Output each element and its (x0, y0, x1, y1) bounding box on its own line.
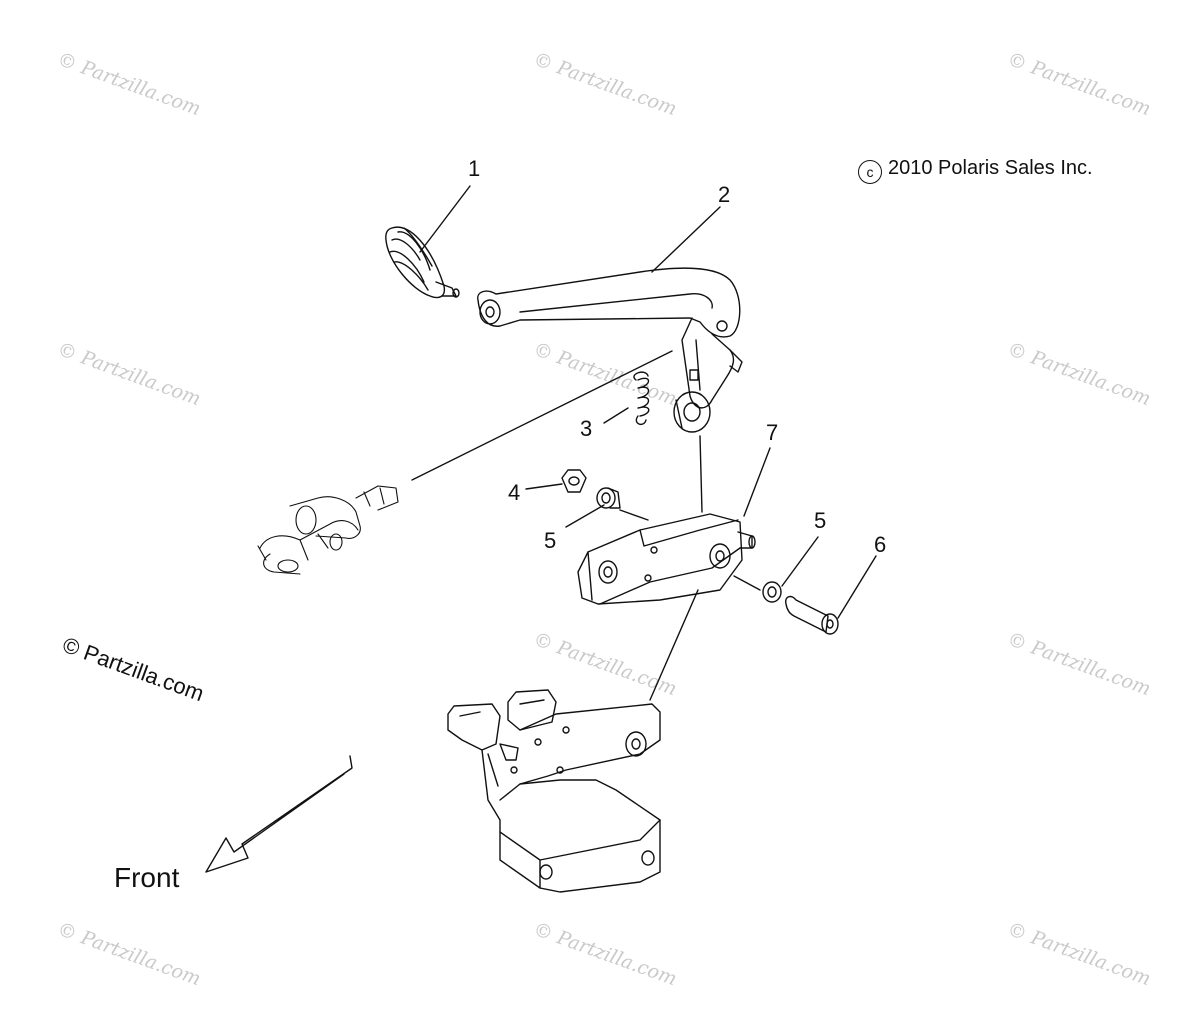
part-1-foot-peg (385, 226, 460, 299)
master-cylinder-ghost (257, 485, 399, 575)
copyright-symbol: c (858, 160, 882, 184)
callout-6: 6 (874, 532, 887, 557)
part-6-pivot-bolt (784, 595, 839, 635)
leader-lines (411, 185, 877, 701)
callout-7: 7 (766, 420, 779, 445)
callout-3: 3 (580, 416, 593, 441)
part-3-spring (633, 371, 650, 426)
part-7-mount-bracket (577, 513, 756, 605)
part-5-washer-right (762, 581, 782, 603)
part-2-brake-pedal (477, 267, 743, 433)
callout-5-right: 5 (814, 508, 827, 533)
copyright-notice: c 2010 Polaris Sales Inc. (858, 157, 1093, 184)
callout-5-left: 5 (544, 528, 557, 553)
part-5-bushing-left (596, 487, 621, 509)
callout-2: 2 (718, 182, 731, 207)
part-4-nut (561, 469, 587, 493)
frame-mount-assembly (447, 689, 661, 893)
front-direction-arrow (205, 755, 353, 873)
copyright-text: 2010 Polaris Sales Inc. (888, 157, 1093, 179)
callout-1: 1 (468, 156, 481, 181)
front-label: Front (114, 862, 180, 893)
callout-4: 4 (508, 480, 521, 505)
